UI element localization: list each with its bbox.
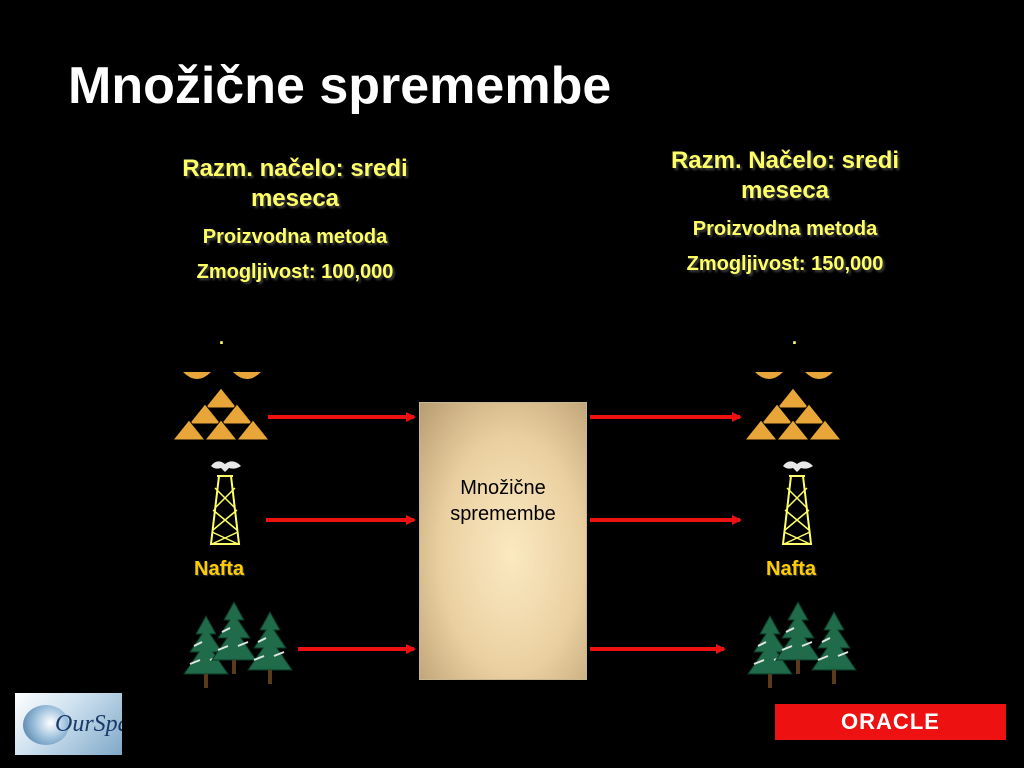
scale-icon — [755, 372, 833, 379]
gold-bars-icon — [172, 387, 270, 441]
left-description: Razm. načelo: sredi meseca Proizvodna me… — [150, 154, 440, 284]
ourspace-logo-text: OurSpace — [55, 711, 122, 737]
pine-trees-icon — [747, 601, 857, 689]
pine-trees-icon — [183, 601, 293, 689]
right-heading: Razm. Načelo: sredi meseca — [670, 147, 900, 204]
mass-change-box: Množične spremembe — [419, 402, 587, 680]
oracle-logo: ORACLE — [775, 704, 1006, 740]
right-description: Razm. Načelo: sredi meseca Proizvodna me… — [640, 146, 930, 276]
oil-derrick-icon — [781, 461, 813, 545]
left-method: Proizvodna metoda — [202, 226, 388, 248]
mass-change-label: Množične spremembe — [450, 477, 556, 525]
left-heading: Razm. načelo: sredi meseca — [182, 155, 408, 212]
scale-icon — [183, 372, 261, 379]
gold-bars-icon — [744, 387, 842, 441]
right-dot: . — [792, 328, 798, 348]
oil-derrick-icon — [209, 461, 241, 545]
right-capacity: Zmogljivost: 150,000 — [686, 253, 884, 275]
oracle-logo-text: ORACLE — [841, 709, 940, 734]
left-oil-label: Nafta — [194, 558, 245, 580]
left-dot: . — [219, 328, 225, 348]
slide-title: Množične spremembe — [68, 57, 612, 115]
right-method: Proizvodna metoda — [692, 218, 878, 240]
ourspace-logo: OurSpace — [15, 693, 122, 755]
right-oil-label: Nafta — [766, 558, 817, 580]
swirl-icon — [23, 705, 69, 745]
left-capacity: Zmogljivost: 100,000 — [196, 261, 394, 283]
